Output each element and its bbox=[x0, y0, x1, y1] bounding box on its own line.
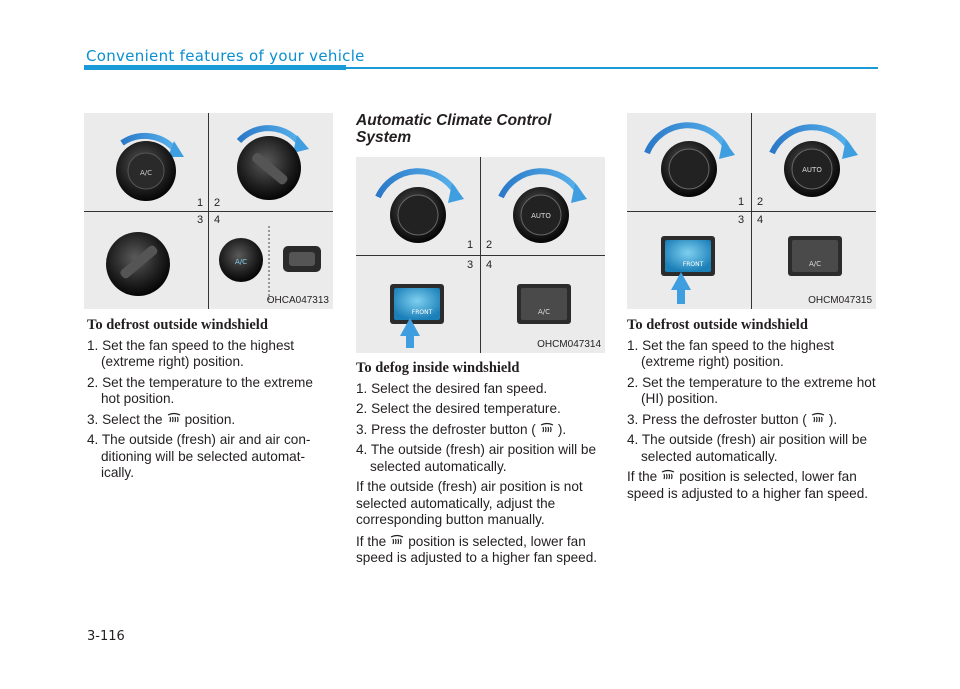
header-rule bbox=[84, 67, 878, 69]
step-3: 3. Press the defroster button (). bbox=[356, 421, 567, 437]
figure-label-2: 2 bbox=[486, 239, 493, 251]
step-1: 1. Select the desired fan speed. bbox=[356, 380, 548, 396]
section-heading: To defrost outside windshield bbox=[87, 317, 268, 333]
step-3: 3. Press the defroster button (). bbox=[627, 411, 838, 427]
figure-label-4: 4 bbox=[214, 214, 221, 226]
front-defrost-button-illustration: FRONT bbox=[390, 284, 444, 348]
figure-label-3: 3 bbox=[197, 214, 204, 226]
figure-code: OHCM047314 bbox=[537, 339, 601, 350]
svg-text:AUTO: AUTO bbox=[802, 166, 822, 174]
mode-knob-illustration bbox=[106, 232, 170, 296]
middle-heading-block: Automatic Climate Control System bbox=[356, 112, 606, 151]
figure-label-1: 1 bbox=[467, 239, 474, 251]
header-title: Convenient features of your vehicle bbox=[86, 47, 365, 65]
figure-label-2: 2 bbox=[757, 196, 764, 208]
defrost-icon bbox=[660, 469, 676, 483]
defrost-icon bbox=[389, 534, 405, 548]
figure-label-3: 3 bbox=[738, 214, 745, 226]
fan-dial-illustration bbox=[375, 168, 464, 243]
temp-knob-illustration bbox=[236, 125, 309, 200]
section-title: Automatic Climate Control System bbox=[356, 112, 552, 146]
step-1: 1. Set the fan speed to the highest (ext… bbox=[87, 337, 295, 370]
fan-knob-illustration: A/C bbox=[116, 132, 184, 201]
svg-text:A/C: A/C bbox=[235, 258, 247, 266]
figure-auto-climate: AUTO FRONT A/C 1 2 3 4 OHCM047314 bbox=[356, 157, 605, 353]
left-column: To defrost outside windshield 1. Set the… bbox=[87, 317, 335, 486]
svg-text:AUTO: AUTO bbox=[531, 212, 551, 220]
step-4: 4. The outside (fresh) air and air con-d… bbox=[87, 432, 311, 480]
step-1: 1. Set the fan speed to the highest (ext… bbox=[627, 337, 835, 370]
step-2: 2. Set the temperature to the extreme ho… bbox=[87, 374, 313, 407]
defrost-icon bbox=[539, 422, 555, 436]
header-rule-accent bbox=[84, 65, 346, 70]
svg-text:A/C: A/C bbox=[809, 260, 821, 268]
svg-text:FRONT: FRONT bbox=[683, 261, 704, 268]
section-heading: To defog inside windshield bbox=[356, 360, 520, 376]
figure-label-1: 1 bbox=[738, 196, 745, 208]
paragraph: If the outside (fresh) air position is n… bbox=[356, 479, 583, 527]
step-2: 2. Set the temperature to the extreme ho… bbox=[627, 374, 876, 407]
figure-code: OHCA047313 bbox=[266, 295, 329, 306]
svg-text:A/C: A/C bbox=[538, 308, 550, 316]
ac-button-illustration: A/C bbox=[219, 226, 321, 300]
defrost-icon bbox=[810, 412, 826, 426]
figure-label-3: 3 bbox=[467, 259, 474, 271]
page-number: 3-116 bbox=[87, 629, 125, 644]
middle-column: To defog inside windshield 1. Select the… bbox=[356, 360, 606, 572]
figure-label-4: 4 bbox=[486, 259, 493, 271]
ac-button-illustration: A/C bbox=[788, 236, 842, 276]
figure-label-1: 1 bbox=[197, 197, 204, 209]
svg-text:A/C: A/C bbox=[140, 169, 152, 177]
step-4: 4. The outside (fresh) air position will… bbox=[356, 442, 597, 474]
right-column: To defrost outside windshield 1. Set the… bbox=[627, 317, 879, 507]
figure-code: OHCM047315 bbox=[808, 295, 872, 306]
auto-dial-illustration: AUTO bbox=[498, 168, 587, 243]
figure-label-4: 4 bbox=[757, 214, 764, 226]
defrost-icon bbox=[166, 412, 182, 426]
front-defrost-button-illustration: FRONT bbox=[661, 236, 715, 304]
fan-dial-illustration bbox=[644, 122, 735, 197]
ac-button-illustration: A/C bbox=[517, 284, 571, 324]
step-4: 4. The outside (fresh) air position will… bbox=[627, 432, 868, 464]
auto-dial-illustration: AUTO bbox=[769, 124, 858, 197]
svg-text:FRONT: FRONT bbox=[412, 309, 433, 316]
section-heading: To defrost outside windshield bbox=[627, 317, 808, 333]
figure-auto-climate-defrost: AUTO FRONT A/C 1 2 3 4 OHCM047315 bbox=[627, 113, 876, 309]
step-2: 2. Select the desired temperature. bbox=[356, 401, 561, 416]
figure-label-2: 2 bbox=[214, 197, 221, 209]
figure-manual-climate: A/C A/C 1 2 3 4 OHCA047313 bbox=[84, 113, 333, 309]
